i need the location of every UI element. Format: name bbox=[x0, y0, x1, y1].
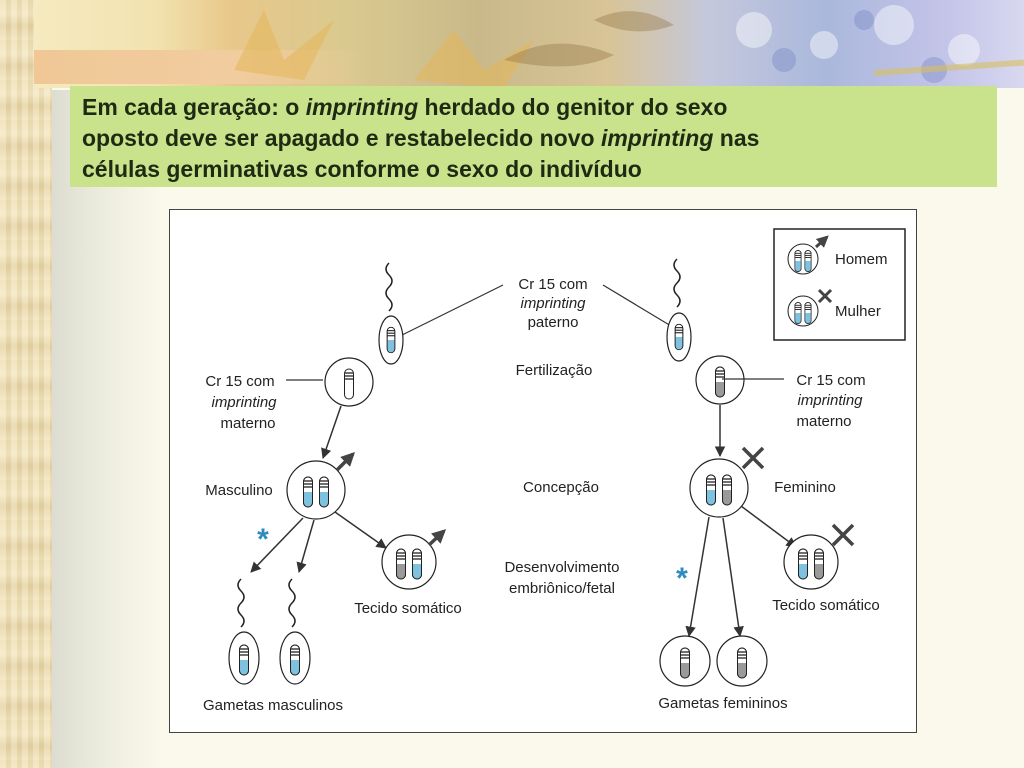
title-text-1a: Em cada geração: o bbox=[82, 94, 306, 120]
legend-female-cell-icon bbox=[787, 288, 833, 327]
male-gametes-label: Gametas masculinos bbox=[203, 697, 343, 714]
left-somatic-cell bbox=[381, 529, 447, 590]
right-egg-cell bbox=[695, 355, 745, 405]
center-cr15-line1: Cr 15 com bbox=[518, 276, 587, 293]
title-text-2a: oposto deve ser apagado e restabelecido … bbox=[82, 125, 601, 151]
left-somatic-label: Tecido somático bbox=[354, 600, 462, 617]
left-shadow bbox=[52, 90, 162, 768]
female-gametes-label: Gametas femininos bbox=[658, 695, 787, 712]
masculino-label: Masculino bbox=[205, 482, 273, 499]
left-sperm bbox=[378, 262, 404, 365]
legend-box: Homem Mulher bbox=[773, 228, 906, 341]
development-label-line2: embriônico/fetal bbox=[509, 580, 615, 597]
title-text-1c: herdado do genitor do sexo bbox=[418, 94, 728, 120]
male-zygote-cell bbox=[286, 452, 355, 520]
conception-label: Concepção bbox=[523, 479, 599, 496]
left-cr15-line2: imprinting bbox=[211, 394, 277, 411]
left-cr15-line3: materno bbox=[220, 415, 275, 432]
right-sperm bbox=[666, 258, 692, 362]
male-gamete-1 bbox=[228, 578, 260, 685]
male-gamete-2 bbox=[279, 578, 311, 685]
title-text-1b: imprinting bbox=[305, 94, 419, 120]
right-somatic-label: Tecido somático bbox=[772, 597, 880, 614]
center-cr15-line2: imprinting bbox=[520, 295, 586, 312]
left-cr15-line1: Cr 15 com bbox=[205, 373, 274, 390]
left-asterisk: * bbox=[257, 523, 269, 556]
right-asterisk: * bbox=[676, 562, 688, 595]
top-photo-collage bbox=[34, 0, 1024, 88]
center-cr15-line3: paterno bbox=[528, 314, 579, 331]
diagram-svg: Homem Mulher Cr 15 com imprinting patern… bbox=[203, 228, 906, 714]
left-egg-cell bbox=[324, 357, 374, 407]
legend-male-cell-icon bbox=[787, 235, 829, 275]
feminino-label: Feminino bbox=[774, 479, 836, 496]
legend-female-label: Mulher bbox=[835, 303, 881, 320]
left-decor-strip bbox=[0, 0, 52, 768]
legend-male-label: Homem bbox=[835, 251, 888, 268]
development-label-line1: Desenvolvimento bbox=[504, 559, 619, 576]
fertilization-label: Fertilização bbox=[516, 362, 593, 379]
imprinting-diagram: Homem Mulher Cr 15 com imprinting patern… bbox=[169, 209, 917, 733]
female-gamete-1 bbox=[659, 635, 711, 687]
right-cr15-line1: Cr 15 com bbox=[796, 372, 865, 389]
right-cr15-line3: materno bbox=[796, 413, 851, 430]
right-somatic-cell bbox=[783, 523, 855, 590]
title-text-3: células germinativas conforme o sexo do … bbox=[82, 156, 642, 182]
title-text-2c: nas bbox=[713, 125, 760, 151]
female-zygote-cell bbox=[689, 446, 765, 518]
title-text-2b: imprinting bbox=[600, 125, 714, 151]
female-gamete-2 bbox=[716, 635, 768, 687]
slide-title: Em cada geração: o imprinting herdado do… bbox=[70, 86, 997, 187]
right-cr15-line2: imprinting bbox=[797, 392, 863, 409]
